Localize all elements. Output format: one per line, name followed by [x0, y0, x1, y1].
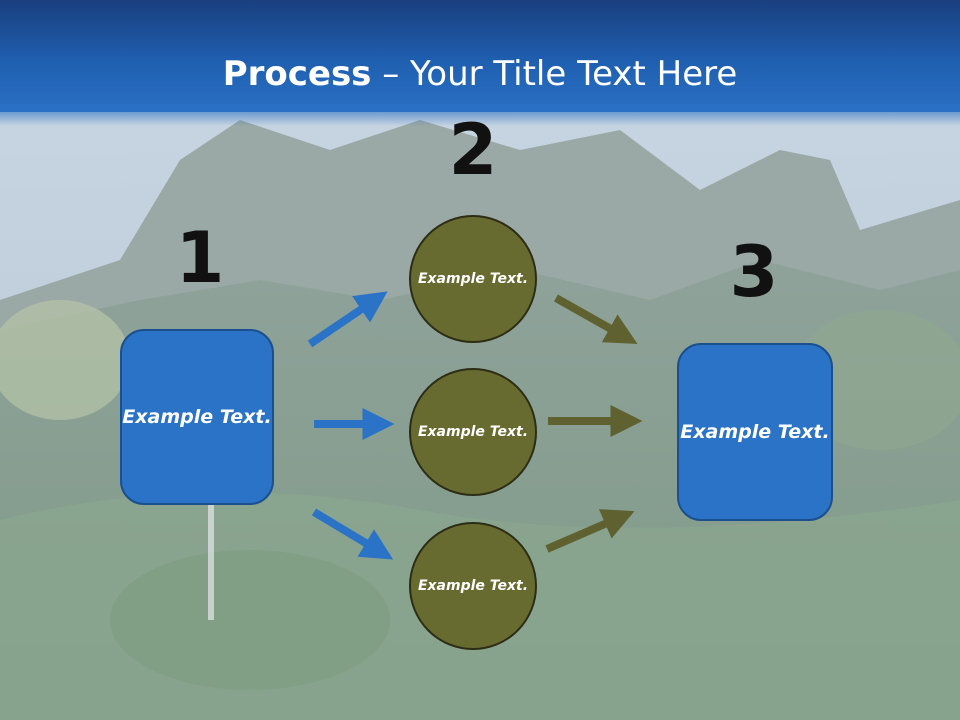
arrow-bottom-to-right — [545, 509, 635, 553]
step-number-3: 3 — [729, 231, 779, 313]
slide-title-rest: – Your Title Text Here — [371, 54, 738, 94]
title-bar-fade — [0, 104, 960, 126]
circle-node-top-text: Example Text. — [417, 270, 529, 287]
circle-node-bottom-text: Example Text. — [417, 577, 529, 594]
arrow-top-to-right — [554, 294, 638, 345]
step-number-2: 2 — [448, 109, 498, 191]
process-box-right: Example Text. — [677, 343, 833, 521]
step-number-1: 1 — [175, 217, 225, 299]
circle-node-top: Example Text. — [409, 215, 537, 343]
arrow-left-to-top — [307, 291, 388, 348]
circle-node-bottom: Example Text. — [409, 522, 537, 650]
circle-node-middle: Example Text. — [409, 368, 537, 496]
slide-title-bold: Process — [222, 54, 372, 94]
process-box-left: Example Text. — [120, 329, 274, 505]
arrow-left-to-bottom — [311, 508, 394, 560]
process-box-right-text: Example Text. — [680, 420, 830, 443]
process-box-left-text: Example Text. — [122, 405, 272, 428]
circle-node-middle-text: Example Text. — [417, 423, 529, 440]
title-bar — [0, 0, 960, 112]
slide-title: Process – Your Title Text Here — [0, 52, 960, 96]
